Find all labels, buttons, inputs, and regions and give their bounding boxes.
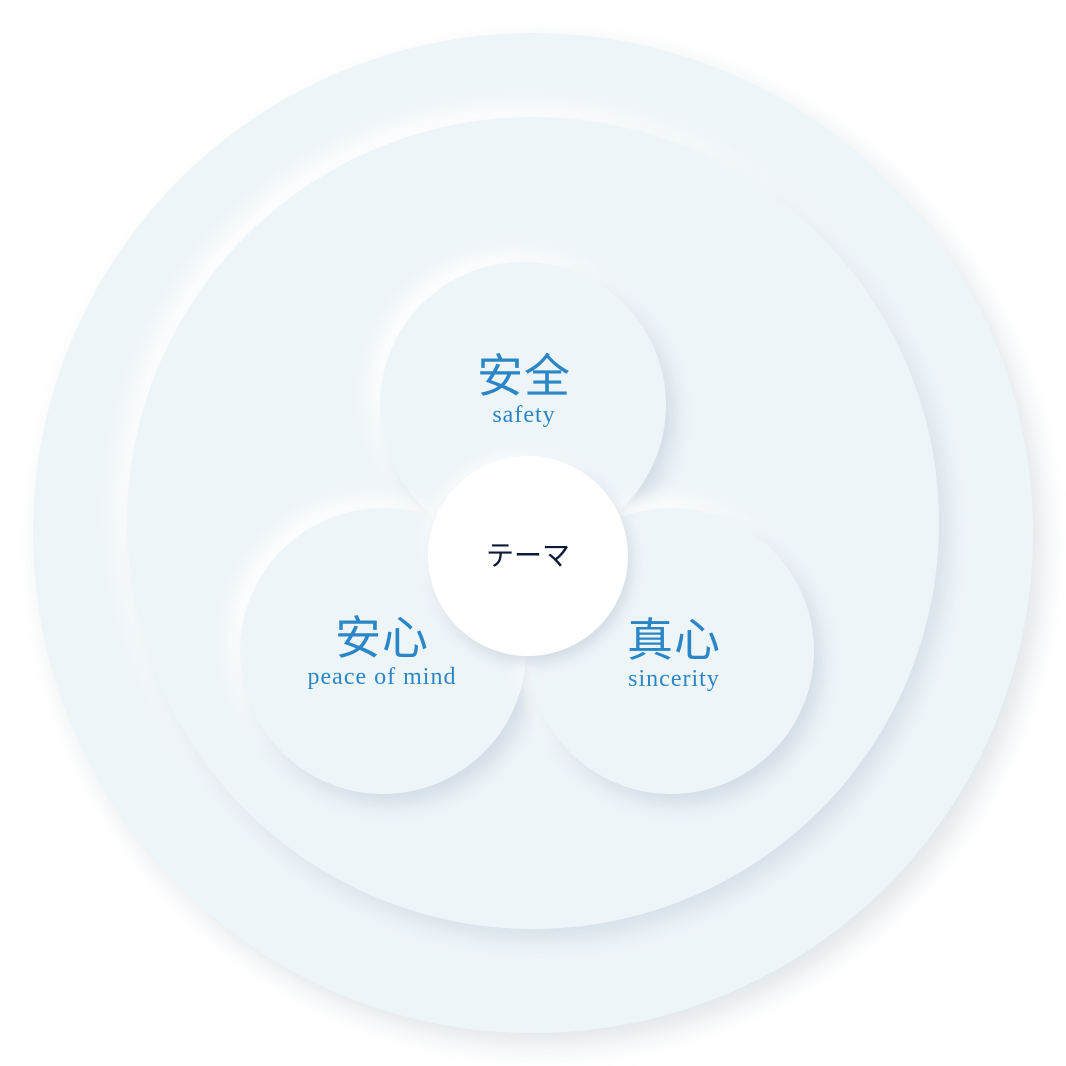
petal-sincerity-label: 真心 sincerity	[594, 614, 754, 692]
peace-of-mind-kanji: 安心	[335, 611, 429, 665]
center-theme-circle	[428, 456, 628, 656]
safety-english: safety	[492, 402, 556, 428]
peace-of-mind-english: peace of mind	[307, 664, 457, 690]
petal-safety-label: 安全 safety	[444, 350, 604, 428]
safety-kanji: 安全	[477, 349, 571, 403]
sincerity-english: sincerity	[628, 666, 720, 692]
center-theme-label: テーマ	[485, 539, 570, 572]
sincerity-kanji: 真心	[627, 613, 721, 667]
petal-peace-of-mind-label: 安心 peace of mind	[262, 612, 502, 690]
